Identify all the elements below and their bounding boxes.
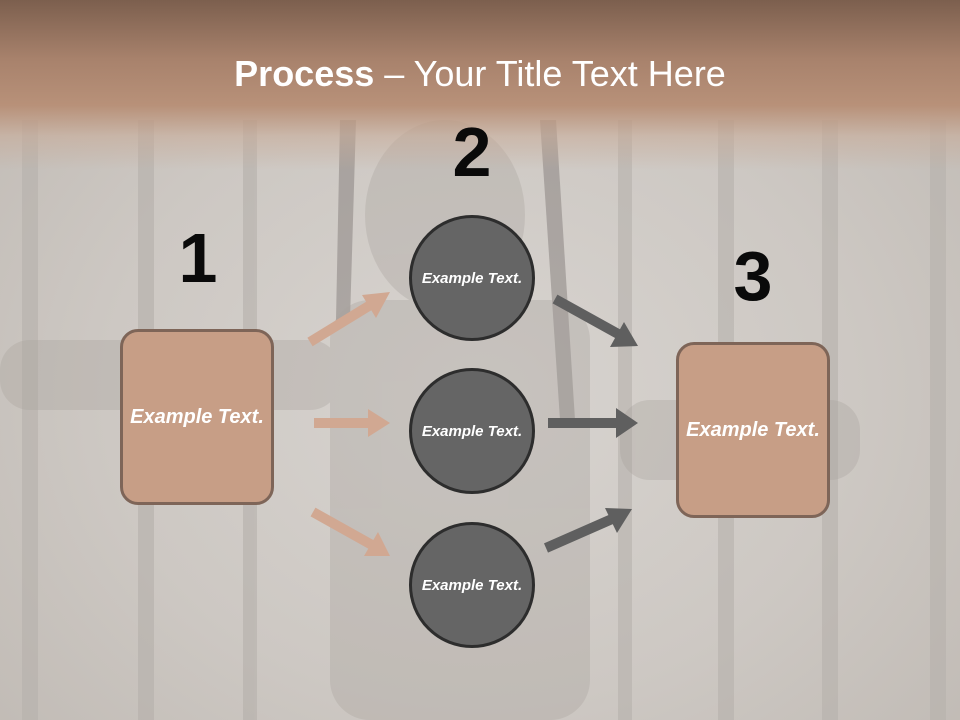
- circle-top: Example Text.: [409, 215, 535, 341]
- left-box-label: Example Text.: [130, 405, 264, 428]
- circle-top-label: Example Text.: [421, 269, 523, 287]
- step-number-1: 1: [178, 219, 218, 297]
- step-number-2: 2: [452, 113, 492, 191]
- arrow-bottom-to-right: [543, 508, 632, 553]
- circle-middle-label: Example Text.: [421, 422, 523, 440]
- arrow-left-to-middle: [314, 409, 390, 437]
- arrow-top-to-right: [552, 294, 638, 347]
- title-bold: Process: [234, 53, 375, 94]
- slide-title: Process – Your Title Text Here: [0, 52, 960, 96]
- circle-bottom-label: Example Text.: [421, 576, 523, 594]
- left-step-box: Example Text.: [120, 329, 274, 505]
- circle-bottom: Example Text.: [409, 522, 535, 648]
- right-step-box: Example Text.: [676, 342, 830, 518]
- arrow-middle-to-right: [548, 408, 638, 438]
- arrow-left-to-top: [307, 292, 390, 347]
- title-banner: [0, 0, 960, 170]
- title-rest: – Your Title Text Here: [374, 53, 726, 94]
- circle-middle: Example Text.: [409, 368, 535, 494]
- step-number-3: 3: [733, 237, 773, 315]
- right-box-label: Example Text.: [686, 418, 820, 441]
- arrow-left-to-bottom: [310, 507, 390, 556]
